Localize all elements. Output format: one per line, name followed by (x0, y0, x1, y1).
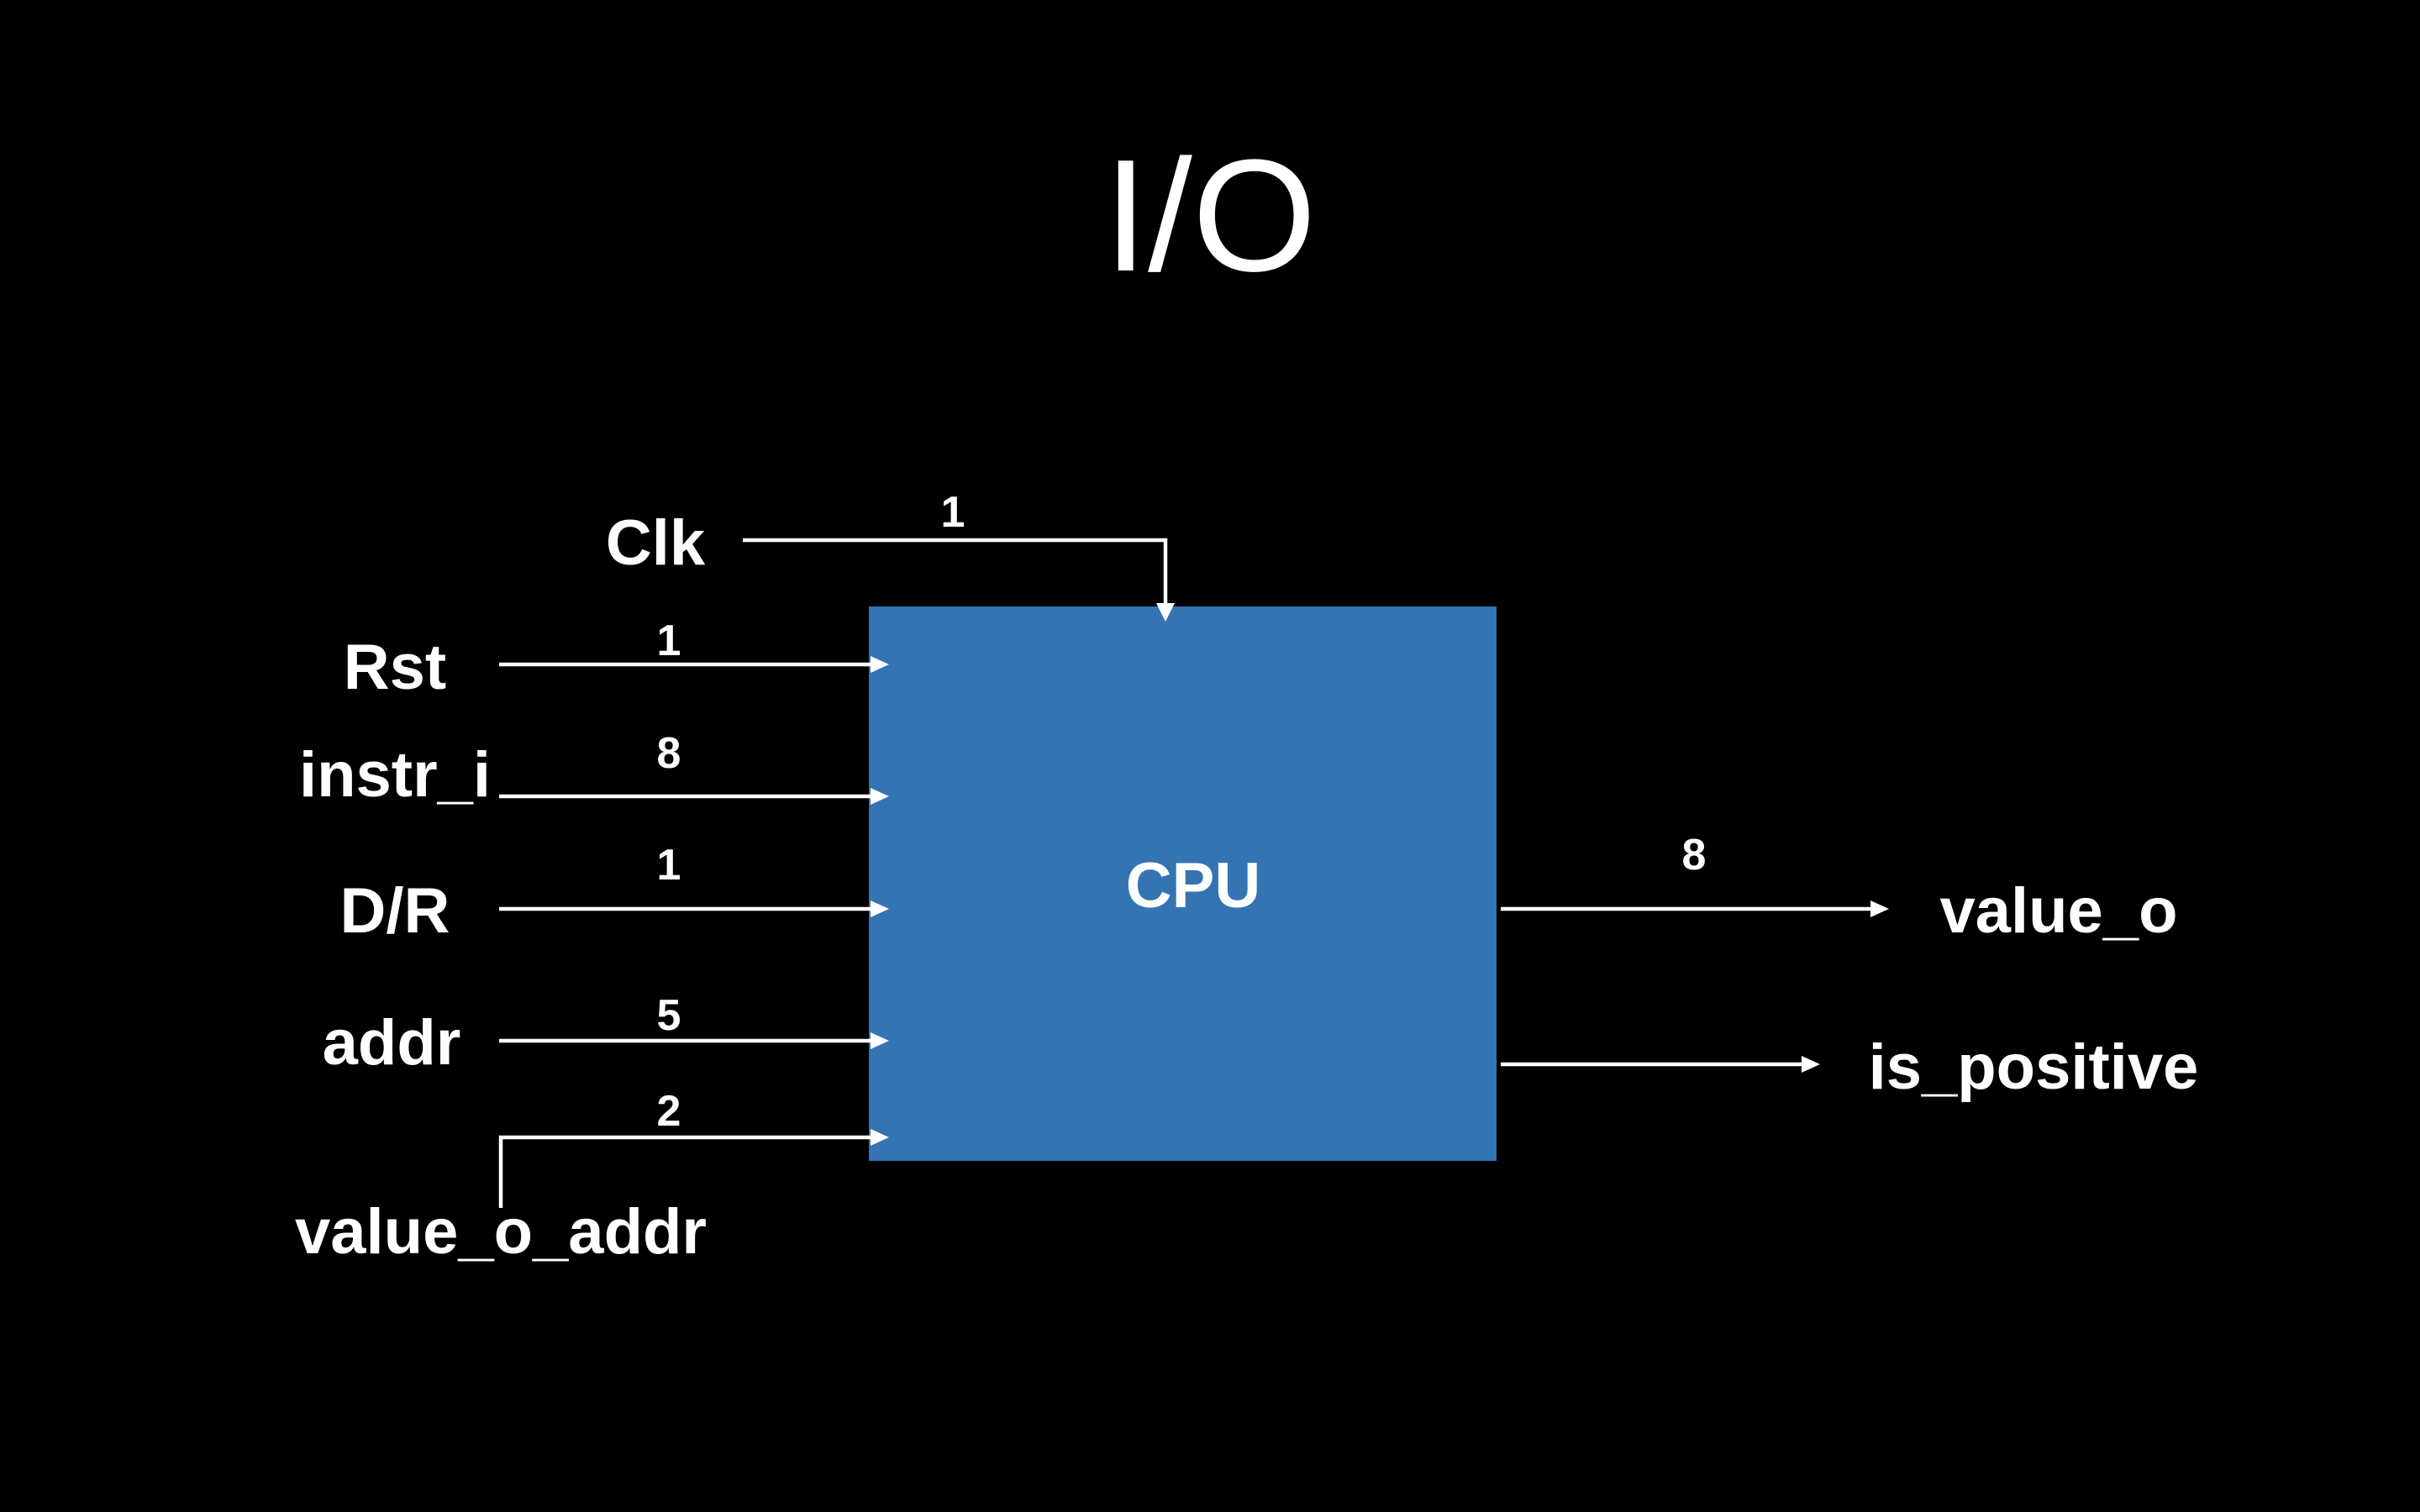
cpu-label: CPU (1126, 850, 1260, 921)
value-o-width-label: 8 (1682, 831, 1707, 879)
rst-width-label: 1 (657, 617, 681, 665)
addr-arrowhead (871, 1032, 889, 1049)
clk-label: Clk (606, 507, 706, 579)
dr-width-label: 1 (657, 841, 681, 890)
dr-arrowhead (871, 900, 889, 917)
clk-arrowhead (1156, 603, 1175, 622)
value-o-label: value_o (1939, 875, 2177, 947)
value-o-addr-width-label: 2 (657, 1087, 681, 1136)
value-o-addr-arrowhead (871, 1129, 889, 1146)
slide-title: I/O (1103, 127, 1316, 305)
is-positive-label: is_positive (1869, 1032, 2199, 1103)
value-o-arrowhead (1870, 900, 1889, 917)
dr-label: D/R (340, 875, 450, 947)
instr-i-arrowhead (871, 788, 889, 805)
value-o-addr-label: value_o_addr (295, 1196, 707, 1268)
clk-wire (743, 538, 1168, 603)
rst-arrowhead (871, 656, 889, 673)
addr-label: addr (323, 1007, 461, 1079)
instr-i-width-label: 8 (657, 729, 681, 778)
value-o-addr-wire (498, 1135, 874, 1208)
rst-label: Rst (344, 632, 446, 703)
addr-width-label: 5 (657, 991, 681, 1040)
clk-width-label: 1 (941, 488, 965, 537)
is-positive-arrowhead (1802, 1056, 1820, 1073)
instr-i-label: instr_i (299, 739, 491, 811)
cpu-block (869, 606, 1497, 1161)
